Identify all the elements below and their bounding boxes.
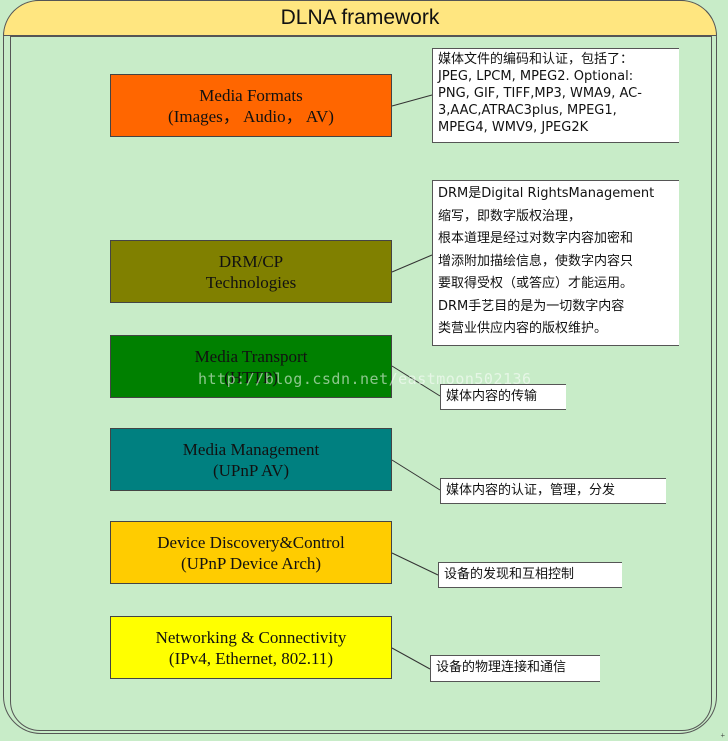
note-line: 设备的发现和互相控制	[444, 567, 575, 582]
connector-media-formats	[391, 94, 433, 107]
connector-device-discovery	[391, 552, 439, 576]
connector-drm	[391, 254, 433, 273]
layer-media-transport: Media Transport (HTTP)	[110, 335, 392, 398]
note-line: 类营业供应内容的版权维护。	[438, 321, 608, 336]
layer-networking: Networking & Connectivity (IPv4, Etherne…	[110, 616, 392, 679]
note-line: PNG, GIF, TIFF,MP3, WMA9, AC-	[438, 86, 642, 101]
diagram-title: DLNA framework	[280, 6, 440, 29]
layer-subtitle: (Images， Audio， AV)	[168, 106, 334, 126]
note-line: 3,AAC,ATRAC3plus, MPEG1,	[438, 103, 617, 118]
diagram-header: DLNA framework	[3, 0, 717, 36]
note-line: 媒体文件的编码和认证，包括了：	[438, 52, 634, 67]
layer-device-discovery: Device Discovery&Control (UPnP Device Ar…	[110, 521, 392, 584]
connector-media-management	[391, 459, 441, 491]
layer-media-formats: Media Formats (Images， Audio， AV)	[110, 74, 392, 137]
layer-subtitle: (UPnP AV)	[212, 460, 290, 480]
note-line: 缩写，即数字版权治理，	[438, 208, 582, 224]
note-line: 要取得受权（或答应）才能运用。	[438, 276, 634, 291]
diagram-body	[10, 36, 712, 731]
note-media-transport: 媒体内容的传输	[440, 384, 566, 410]
layer-title: Networking & Connectivity	[155, 627, 347, 647]
note-line: MPEG4, WMV9, JPEG2K	[438, 120, 589, 135]
note-line: DRM手艺目的是为一切数字内容	[438, 298, 625, 314]
connector-networking	[391, 647, 431, 670]
layer-title: Media Management	[182, 439, 320, 459]
note-device-discovery: 设备的发现和互相控制	[438, 562, 622, 588]
layer-media-management: Media Management (UPnP AV)	[110, 428, 392, 491]
layer-title: Media Transport	[194, 346, 308, 366]
corner-mark: +	[720, 731, 725, 740]
note-line: 媒体内容的传输	[446, 389, 538, 404]
layer-title: DRM/CP	[218, 251, 284, 271]
note-networking: 设备的物理连接和通信	[430, 655, 600, 682]
layer-subtitle: (IPv4, Ethernet, 802.11)	[168, 648, 334, 668]
note-line: DRM是Digital RightsManagement	[438, 186, 655, 201]
layer-title: Device Discovery&Control	[157, 532, 345, 552]
note-line: 增添附加描绘信息，使数字内容只	[438, 253, 634, 269]
note-media-management: 媒体内容的认证，管理，分发	[440, 478, 666, 504]
connector-media-transport	[391, 365, 441, 397]
note-media-formats: 媒体文件的编码和认证，包括了： JPEG, LPCM, MPEG2. Optio…	[432, 48, 679, 143]
layer-subtitle: (HTTP)	[224, 367, 278, 387]
layer-subtitle: Technologies	[205, 272, 297, 292]
note-line: JPEG, LPCM, MPEG2. Optional:	[438, 69, 634, 84]
note-line: 设备的物理连接和通信	[436, 660, 567, 675]
layer-subtitle: (UPnP Device Arch)	[180, 553, 322, 573]
note-drm: DRM是Digital RightsManagement 缩写，即数字版权治理，…	[432, 180, 679, 346]
note-line: 媒体内容的认证，管理，分发	[446, 483, 616, 498]
note-line: 根本道理是经过对数字内容加密和	[438, 231, 634, 246]
layer-drm-cp: DRM/CP Technologies	[110, 240, 392, 303]
layer-title: Media Formats	[199, 85, 303, 105]
watermark-text: http://blog.csdn.net/eastmoon502136	[198, 370, 532, 388]
